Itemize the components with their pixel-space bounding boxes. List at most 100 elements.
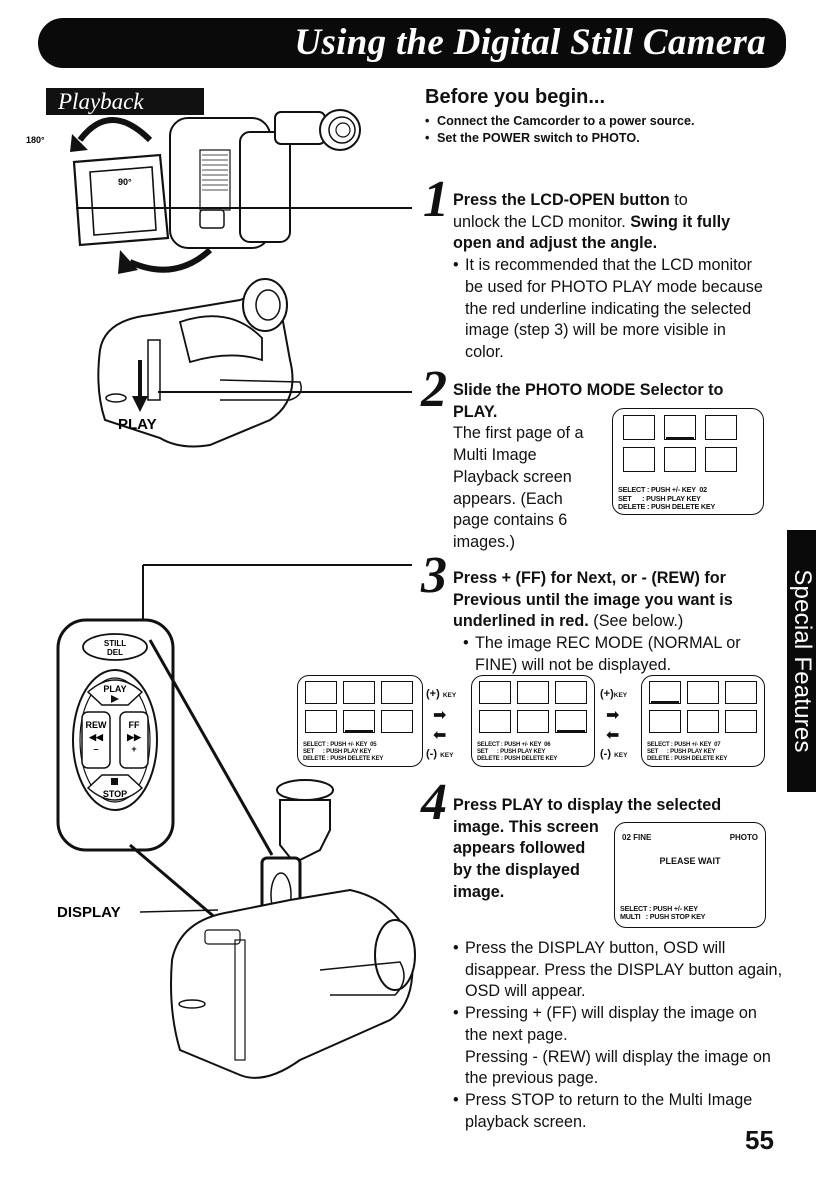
osd-instructions: SELECT : PUSH +/- KEY 07 SET : PUSH PLAY…	[647, 742, 728, 762]
photo-mode-selector-illustration	[97, 278, 302, 448]
step-3-heading-cont: Previous until the image you want is	[453, 590, 733, 609]
osd-multi-image-c: SELECT : PUSH +/- KEY 07 SET : PUSH PLAY…	[641, 675, 765, 767]
thumbnail	[479, 710, 511, 733]
thumbnail	[649, 710, 681, 733]
thumbnail-grid	[305, 681, 413, 733]
thumbnail	[381, 710, 413, 733]
remote-plus-label: +	[131, 744, 136, 754]
step-4-note: Press STOP to return to the Multi Image …	[453, 1090, 783, 1133]
prerequisite-item: Connect the Camcorder to a power source.	[425, 113, 695, 130]
step-1-note: It is recommended that the LCD monitor b…	[453, 255, 765, 364]
osd-instructions: SELECT : PUSH +/- KEY 06 SET : PUSH PLAY…	[477, 742, 558, 762]
step-3-bold-text: underlined in red.	[453, 612, 589, 631]
thumbnail	[623, 447, 655, 472]
fast-forward-icon: ▶▶	[126, 732, 142, 742]
remote-still-label: STILL	[104, 639, 126, 648]
plus-key-symbol: (+)	[426, 688, 440, 700]
key-text: KEY	[442, 692, 457, 699]
key-text: KEY	[614, 752, 628, 759]
step-3-note: The image REC MODE (NORMAL or FINE) will…	[463, 633, 785, 676]
remote-play-label: PLAY	[103, 684, 126, 694]
arrow-left-icon: ⬅	[606, 727, 620, 744]
osd-image-number: 02 FINE	[622, 833, 652, 842]
step-3-text: (See below.)	[588, 612, 684, 631]
step-4-note-cont: Pressing - (REW) will display the image …	[465, 1047, 771, 1088]
thumbnail	[381, 681, 413, 704]
rewind-icon: ◀◀	[88, 732, 104, 742]
step-2: 2 Slide the PHOTO MODE Selector to PLAY.…	[421, 364, 775, 554]
key-text: KEY	[613, 692, 628, 699]
step-number: 1	[423, 171, 449, 228]
thumbnail-grid	[479, 681, 587, 733]
step-1-text: to	[669, 191, 688, 209]
thumbnail-grid	[623, 415, 737, 472]
step-1-line-3: open and adjust the angle.	[425, 233, 775, 255]
prerequisite-list: Connect the Camcorder to a power source.…	[425, 113, 695, 147]
osd-single-image: 02 FINE PHOTO PLEASE WAIT SELECT : PUSH …	[614, 822, 766, 928]
minus-key-label-2: (-) KEY	[600, 748, 627, 760]
thumbnail-selected	[555, 710, 587, 733]
osd-please-wait: PLEASE WAIT	[659, 856, 721, 866]
arrow-right-icon: ➡	[433, 707, 447, 724]
remote-del-label: DEL	[107, 648, 123, 657]
angle-90-label: 90°	[118, 177, 132, 187]
plus-key-label-2: (+)KEY	[600, 688, 627, 700]
camcorder-illustrations: 180° 90° PLAY STILL DEL PLAY REW ◀◀ – FF	[26, 109, 416, 1079]
camcorder-display-illustration	[170, 779, 416, 1079]
title-banner: Using the Digital Still Camera	[38, 18, 786, 68]
step-1-bold-text: Swing it fully	[630, 212, 731, 231]
thumbnail	[555, 681, 587, 704]
minus-key-symbol: (-)	[600, 748, 611, 760]
step-3-heading: Press + (FF) for Next, or - (REW) for	[453, 569, 726, 587]
step-4-notes: Press the DISPLAY button, OSD will disap…	[453, 938, 783, 1133]
step-4: 4 Press PLAY to display the selected ima…	[421, 777, 775, 904]
thumbnail	[479, 681, 511, 704]
step-3-heading-line3: underlined in red. (See below.)	[425, 611, 775, 633]
thumbnail	[705, 415, 737, 440]
thumbnail-selected	[664, 415, 696, 440]
osd-instructions: SELECT : PUSH +/- KEY 02 SET : PUSH PLAY…	[618, 485, 716, 511]
thumbnail	[305, 710, 337, 733]
step-1-bold-text: Press the LCD-OPEN button	[453, 191, 670, 209]
thumbnail	[517, 710, 549, 733]
step-4-heading: Press PLAY to display the selected	[453, 796, 722, 814]
plus-key-label-1: (+) KEY	[426, 688, 456, 700]
minus-key-label-1: (-) KEY	[426, 748, 453, 760]
remote-stop-label: STOP	[103, 789, 127, 799]
osd-mode: PHOTO	[729, 833, 758, 842]
thumbnail	[725, 681, 757, 704]
thumbnail	[687, 710, 719, 733]
play-label: PLAY	[118, 416, 157, 433]
osd-multi-image-b: SELECT : PUSH +/- KEY 06 SET : PUSH PLAY…	[471, 675, 595, 767]
lcd-swing-illustration	[70, 109, 361, 274]
step-1-line-2: unlock the LCD monitor. Swing it fully	[425, 212, 775, 234]
thumbnail-selected	[649, 681, 681, 704]
angle-180-label: 180°	[26, 135, 45, 145]
step-2-body: The first page of a Multi Image Playback…	[453, 424, 584, 551]
remote-ff-label: FF	[129, 720, 140, 730]
osd-multi-image-step2: SELECT : PUSH +/- KEY 02 SET : PUSH PLAY…	[612, 408, 764, 515]
thumbnail-grid	[649, 681, 757, 733]
osd-multi-image-a: SELECT : PUSH +/- KEY 05 SET : PUSH PLAY…	[297, 675, 423, 767]
thumbnail	[517, 681, 549, 704]
thumbnail	[687, 681, 719, 704]
page-number: 55	[745, 1125, 774, 1155]
step-1-text: unlock the LCD monitor.	[453, 212, 631, 231]
step-1: 1 Press the LCD-OPEN button to unlock th…	[423, 174, 775, 364]
step-number: 2	[421, 361, 447, 418]
section-side-tab: Special Features	[787, 530, 816, 792]
osd-instructions: SELECT : PUSH +/- KEY MULTI : PUSH STOP …	[620, 903, 706, 921]
arrow-left-icon: ⬅	[433, 727, 447, 744]
arrow-right-icon: ➡	[606, 707, 620, 724]
step-2-heading-cont: PLAY.	[453, 402, 498, 421]
step-number: 4	[421, 774, 447, 831]
osd-instructions: SELECT : PUSH +/- KEY 05 SET : PUSH PLAY…	[303, 742, 384, 762]
step-number: 3	[421, 547, 447, 604]
prerequisite-item: Set the POWER switch to PHOTO.	[425, 130, 695, 147]
step-2-heading: Slide the PHOTO MODE Selector to	[453, 381, 724, 399]
thumbnail-selected	[343, 710, 375, 733]
step-3: 3 Press + (FF) for Next, or - (REW) for …	[421, 550, 775, 677]
display-label: DISPLAY	[57, 904, 121, 921]
remote-minus-label: –	[93, 744, 98, 754]
thumbnail	[725, 710, 757, 733]
